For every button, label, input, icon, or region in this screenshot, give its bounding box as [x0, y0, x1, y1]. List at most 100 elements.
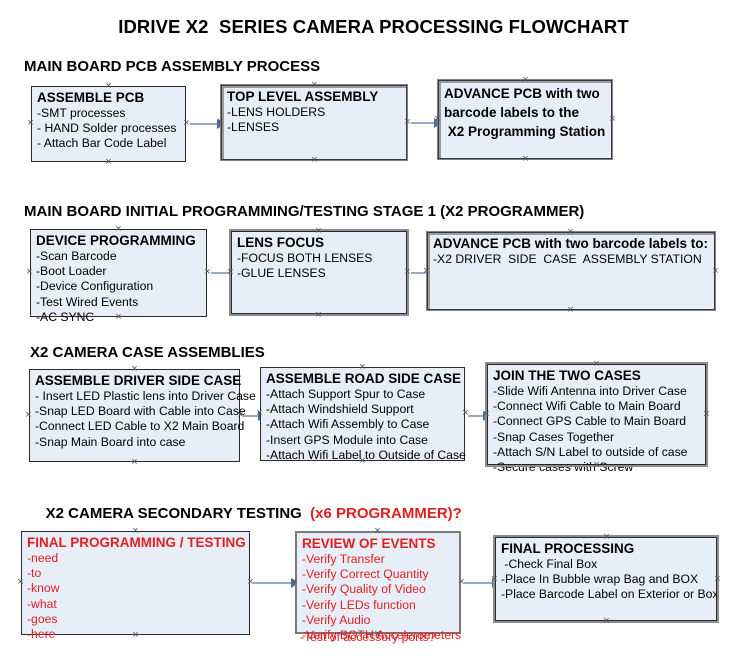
resize-handle-bottom[interactable]: ×: [115, 311, 122, 323]
resize-handle-left[interactable]: ×: [491, 573, 498, 585]
box-line: -LENSES: [227, 120, 280, 135]
resize-handle-bottom[interactable]: ×: [359, 455, 366, 467]
box-line: -Check Final Box: [501, 557, 598, 571]
resize-handle-bottom[interactable]: ×: [593, 459, 600, 471]
box-line: -Device Configuration: [36, 279, 154, 294]
box-title: ADVANCE PCB with two barcode labels to t…: [444, 86, 606, 139]
resize-handle-left[interactable]: ×: [227, 266, 234, 278]
resize-handle-right[interactable]: ×: [404, 266, 411, 278]
box-line: -Snap LED Board with Cable into Case: [35, 404, 246, 419]
process-box-final-programming-testing[interactable]: FINAL PROGRAMMING / TESTING -need -to -k…: [21, 531, 250, 641]
box-line: - Attach Bar Code Label: [37, 136, 167, 151]
resize-handle-top[interactable]: ×: [593, 358, 600, 370]
resize-handle-bottom[interactable]: ×: [567, 304, 574, 316]
process-box-assemble-pcb[interactable]: ASSEMBLE PCB -SMT processes - HAND Solde…: [31, 86, 186, 162]
resize-handle-top[interactable]: ×: [131, 363, 138, 375]
resize-handle-bottom[interactable]: ×: [311, 154, 318, 166]
resize-handle-right[interactable]: ×: [703, 408, 710, 420]
resize-handle-top[interactable]: ×: [315, 225, 322, 237]
resize-handle-bottom[interactable]: ×: [315, 309, 322, 321]
resize-handle-right[interactable]: ×: [714, 573, 721, 585]
box-title: ASSEMBLE ROAD SIDE CASE: [266, 371, 462, 386]
resize-handle-left[interactable]: ×: [291, 576, 298, 588]
process-box-lens-focus[interactable]: LENS FOCUS -FOCUS BOTH LENSES -GLUE LENS…: [229, 229, 409, 316]
process-box-final-processing[interactable]: FINAL PROCESSING -Check Final Box -Place…: [493, 535, 719, 623]
resize-handle-top[interactable]: ×: [311, 79, 318, 91]
box-title: JOIN THE TWO CASES: [493, 368, 641, 383]
box-title: DEVICE PROGRAMMING: [36, 233, 196, 248]
resize-handle-left[interactable]: ×: [26, 266, 33, 278]
box-line: -goes: [27, 611, 58, 626]
process-box-advance-pcb-to-driver-side-case-station[interactable]: ADVANCE PCB with two barcode labels to: …: [427, 232, 715, 310]
resize-handle-bottom[interactable]: ×: [522, 153, 529, 165]
section-heading-x2-camera-case-assemblies: X2 CAMERA CASE ASSEMBLIES: [30, 344, 265, 361]
connector-line: [211, 272, 233, 274]
resize-handle-right[interactable]: ×: [609, 113, 616, 125]
resize-handle-left[interactable]: ×: [256, 407, 263, 419]
box-line: -FOCUS BOTH LENSES: [237, 251, 373, 265]
box-line: -LENS HOLDERS: [227, 105, 326, 119]
box-line: -Verify Quality of Video: [302, 582, 426, 597]
box-title: REVIEW OF EVENTS: [302, 536, 436, 551]
resize-handle-bottom[interactable]: ×: [603, 615, 610, 627]
box-line: -Secure cases with Screw: [493, 460, 634, 475]
resize-handle-left[interactable]: ×: [434, 113, 441, 125]
box-line: -Connect Wifi Cable to Main Board: [493, 399, 681, 414]
box-title: FINAL PROGRAMMING / TESTING: [27, 535, 246, 550]
connector-line: [243, 415, 262, 417]
box-line: -Verify LEDs function: [302, 597, 416, 612]
process-box-join-the-two-cases[interactable]: JOIN THE TWO CASES -Slide Wifi Antenna i…: [485, 362, 708, 474]
box-line: -GLUE LENSES: [237, 266, 326, 281]
resize-handle-bottom[interactable]: ×: [131, 456, 138, 468]
box-line: -Place Barcode Label on Exterior or Box: [501, 587, 719, 602]
box-line: -Place In Bubble wrap Bag and BOX: [501, 572, 699, 587]
box-line: -Attach Wifi Label to Outside of Case: [266, 447, 466, 462]
box-line: -Attach Wifi Assembly to Case: [266, 417, 430, 432]
resize-handle-bottom[interactable]: ×: [105, 156, 112, 168]
connector-line: [253, 582, 296, 584]
resize-handle-right[interactable]: ×: [237, 409, 244, 421]
resize-handle-left[interactable]: ×: [25, 409, 32, 421]
box-line: -Scan Barcode: [36, 249, 117, 263]
process-box-advance-pcb-to-x2-programming-station[interactable]: ADVANCE PCB with two barcode labels to t…: [438, 80, 612, 159]
resize-handle-top[interactable]: ×: [359, 361, 366, 373]
process-box-assemble-driver-side-case[interactable]: ASSEMBLE DRIVER SIDE CASE - Insert LED P…: [29, 369, 256, 462]
box-line: -Slide Wifi Antenna into Driver Case: [493, 384, 687, 398]
resize-handle-left[interactable]: ×: [483, 408, 490, 420]
resize-handle-right[interactable]: ×: [247, 576, 254, 588]
box-line: -know: [27, 581, 60, 596]
resize-handle-top[interactable]: ×: [132, 525, 139, 537]
connector-line: [190, 123, 219, 125]
resize-handle-top[interactable]: ×: [603, 531, 610, 543]
resize-handle-bottom[interactable]: ×: [132, 629, 139, 641]
resize-handle-right[interactable]: ×: [712, 265, 719, 277]
resize-handle-right[interactable]: ×: [462, 407, 469, 419]
resize-handle-right[interactable]: ×: [458, 576, 465, 588]
resize-handle-top[interactable]: ×: [374, 525, 381, 537]
box-line: -Verify Correct Quantity: [302, 567, 429, 582]
process-box-assemble-road-side-case[interactable]: ASSEMBLE ROAD SIDE CASE -Attach Support …: [260, 367, 466, 462]
resize-handle-right[interactable]: ×: [183, 117, 190, 129]
process-box-device-programming[interactable]: DEVICE PROGRAMMING -Scan Barcode -Boot L…: [30, 229, 207, 324]
box-line: -Connect LED Cable to X2 Main Board: [35, 419, 245, 434]
resize-handle-right[interactable]: ×: [204, 266, 211, 278]
resize-handle-left[interactable]: ×: [17, 576, 24, 588]
box-line: -Snap Cases Together: [493, 429, 615, 444]
resize-handle-top[interactable]: ×: [522, 74, 529, 86]
resize-handle-top[interactable]: ×: [567, 226, 574, 238]
box-title: FINAL PROCESSING: [501, 541, 635, 556]
resize-handle-left[interactable]: ×: [27, 117, 34, 129]
process-box-review-of-events[interactable]: REVIEW OF EVENTS -Verify Transfer -Verif…: [295, 531, 461, 642]
resize-handle-top[interactable]: ×: [115, 223, 122, 235]
box-line: -need: [27, 551, 59, 565]
resize-handle-right[interactable]: ×: [404, 116, 411, 128]
resize-handle-left[interactable]: ×: [423, 265, 430, 277]
box-line: -SMT processes: [37, 106, 126, 120]
resize-handle-top[interactable]: ×: [105, 80, 112, 92]
process-box-top-level-assembly[interactable]: TOP LEVEL ASSEMBLY -LENS HOLDERS -LENSES: [221, 85, 407, 160]
box-line: -Test Wired Events: [36, 294, 139, 309]
section-heading-text: X2 CAMERA SECONDARY TESTING: [45, 505, 311, 522]
resize-handle-bottom[interactable]: ×: [374, 628, 381, 640]
page-title: IDRIVE X2 SERIES CAMERA PROCESSING FLOWC…: [118, 16, 629, 37]
resize-handle-left[interactable]: ×: [217, 116, 224, 128]
